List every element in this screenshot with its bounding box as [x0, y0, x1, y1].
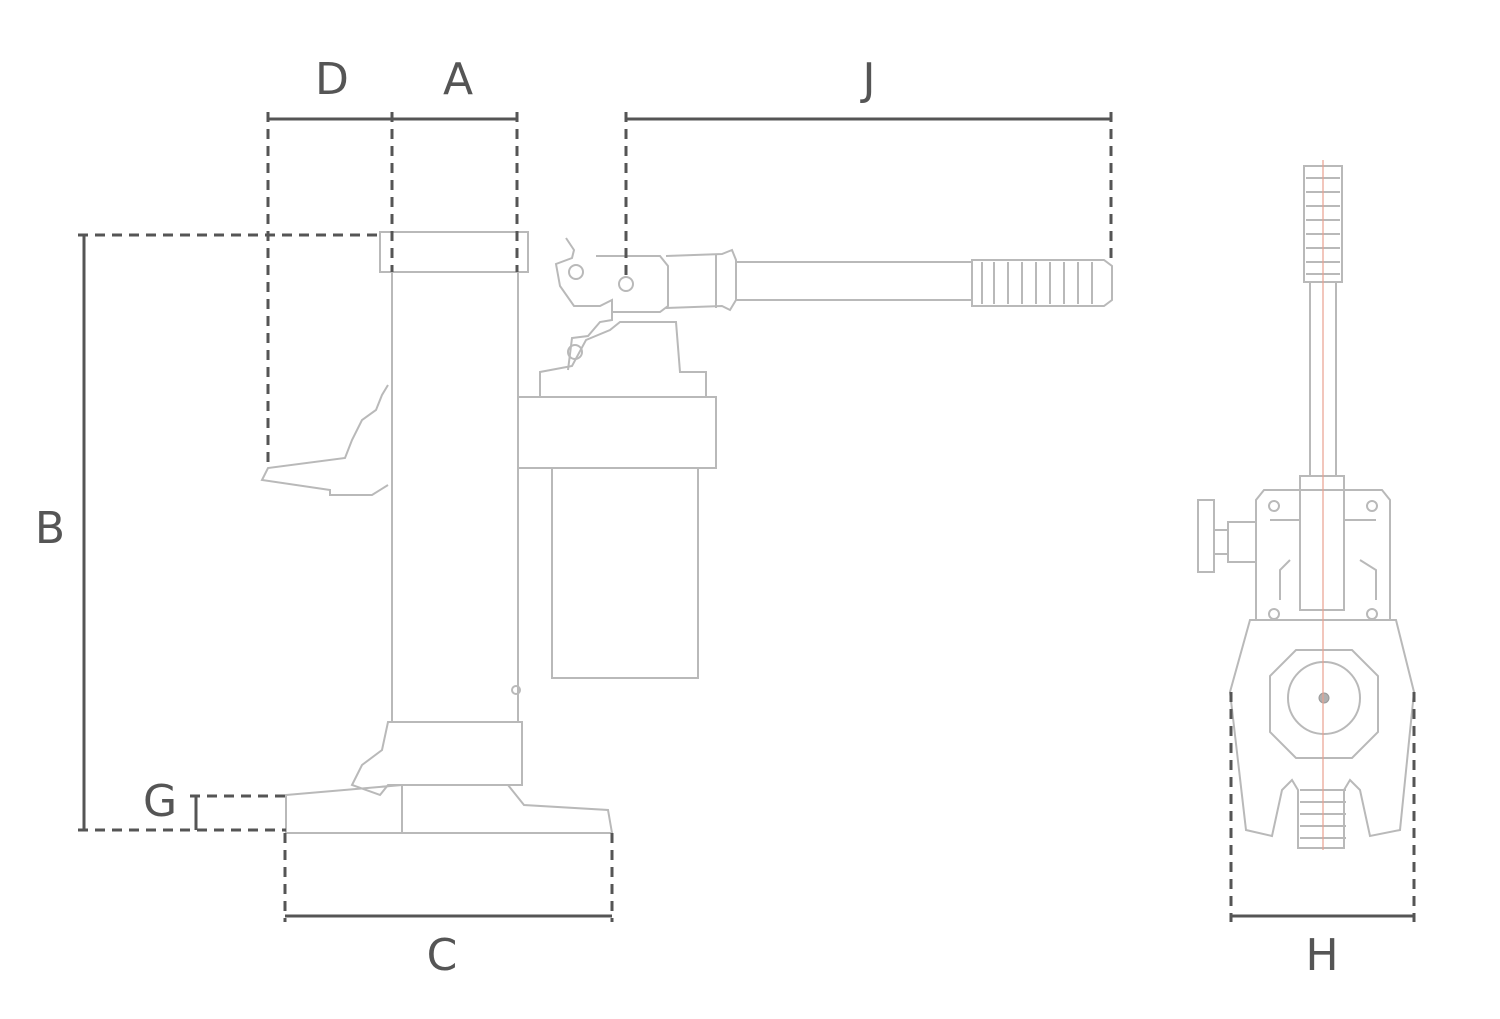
label-h: H	[1305, 930, 1338, 981]
grip-ribs	[981, 262, 1093, 304]
pump-block	[518, 396, 717, 469]
pivot-pin-1	[568, 264, 584, 280]
front-bolt-3	[1268, 608, 1280, 620]
top-cap	[379, 231, 529, 273]
front-ram-hex	[1269, 649, 1379, 759]
handle-sleeve	[665, 248, 737, 312]
label-g: G	[143, 776, 177, 827]
front-housing-inner	[1299, 475, 1345, 611]
front-grip	[1303, 165, 1343, 283]
main-column	[391, 272, 519, 722]
front-view	[1197, 160, 1416, 850]
base-plate	[285, 784, 614, 834]
front-ram-center	[1318, 692, 1330, 704]
pivot-pin-3	[567, 344, 583, 360]
front-bolt-1	[1268, 500, 1280, 512]
label-j: J	[860, 54, 876, 105]
front-bolt-4	[1366, 608, 1378, 620]
indicator-dot	[511, 685, 521, 695]
handle-socket	[596, 255, 669, 313]
dimensions	[78, 112, 1416, 922]
label-b: B	[35, 503, 65, 554]
reservoir	[551, 468, 699, 679]
handle-bar	[736, 261, 972, 301]
pump-upper	[539, 321, 707, 397]
upper-toe	[260, 384, 389, 496]
pivot-pin-2	[618, 276, 634, 292]
front-lower-body	[1228, 619, 1416, 849]
handle-linkage	[554, 237, 613, 371]
lower-body	[350, 721, 523, 797]
front-bolt-2	[1366, 500, 1378, 512]
front-latch	[1270, 519, 1377, 600]
front-ram	[1287, 661, 1361, 735]
handle-grip	[971, 259, 1113, 307]
label-c: C	[427, 930, 458, 981]
label-d: D	[315, 54, 349, 105]
release-valve	[1197, 499, 1257, 573]
side-view	[260, 231, 1113, 834]
front-handle-bar	[1309, 282, 1337, 476]
label-a: A	[443, 54, 473, 105]
release-valve-stem	[1214, 529, 1228, 555]
